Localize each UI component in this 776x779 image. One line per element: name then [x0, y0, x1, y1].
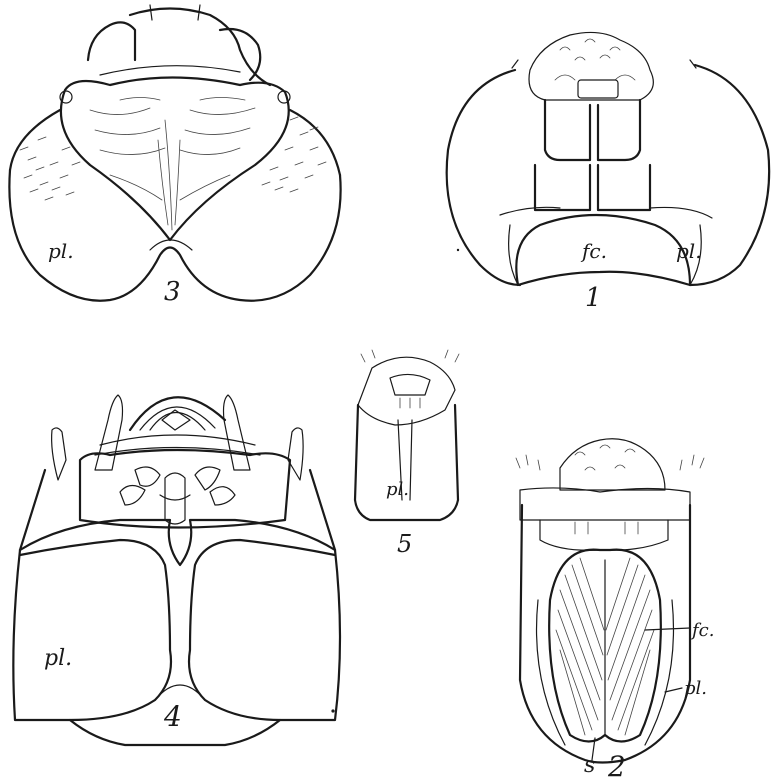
- figure-2-label-s: s: [584, 753, 595, 778]
- figure-1-number: 1: [585, 283, 602, 313]
- figure-3-number: 3: [164, 277, 181, 307]
- figure-2-number: 2: [607, 750, 626, 779]
- figure-3: pl. 3: [9, 5, 340, 307]
- ink-speck: [457, 249, 459, 251]
- figure-5-label-pl: pl.: [386, 479, 409, 500]
- figure-3-label-pl: pl.: [48, 239, 74, 263]
- figure-1-label-pl: pl.: [676, 239, 702, 263]
- figure-1: fc. pl. 1: [447, 32, 770, 313]
- figure-1-label-fc: fc.: [580, 239, 607, 263]
- ink-speck: [331, 709, 334, 712]
- figure-4-number: 4: [163, 700, 182, 733]
- figure-4: pl. 4: [13, 395, 340, 745]
- figure-5-number: 5: [397, 530, 412, 558]
- figure-5: pl. 5: [355, 350, 459, 558]
- figure-2-label-fc: fc.: [690, 620, 714, 641]
- figure-4-label-pl: pl.: [44, 646, 72, 671]
- figure-2: fc. pl. s 2: [516, 439, 714, 779]
- figure-2-label-pl: pl.: [684, 678, 707, 699]
